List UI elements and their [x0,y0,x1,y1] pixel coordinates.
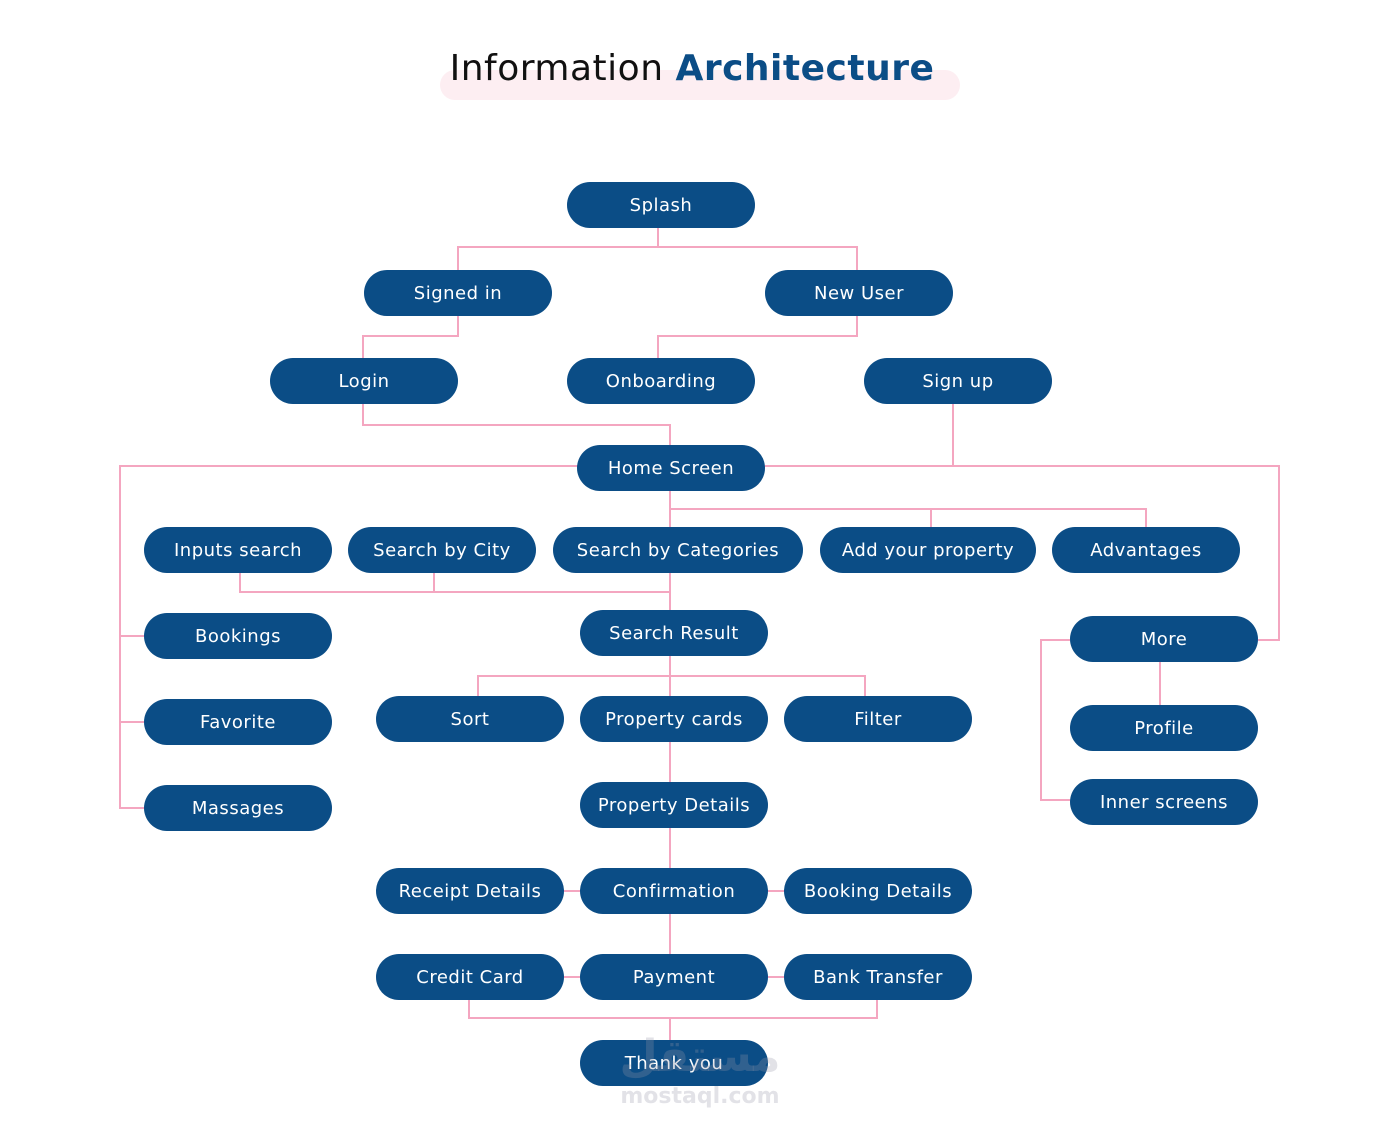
title-highlight [440,70,960,100]
node-search-result: Search Result [580,610,768,656]
page-title: Information Architecture [0,48,1384,89]
node-receipt-details: Receipt Details [376,868,564,914]
node-credit-card: Credit Card [376,954,564,1000]
node-onboarding: Onboarding [567,358,755,404]
node-inputs-search: Inputs search [144,527,332,573]
node-new-user: New User [765,270,953,316]
connector-more-bracket [1040,639,1161,801]
node-search-by-categories: Search by Categories [553,527,803,573]
node-filter: Filter [784,696,972,742]
connector-home-categories [669,491,1147,527]
node-advantages: Advantages [1052,527,1240,573]
node-profile: Profile [1070,705,1258,751]
connector-result-children [477,656,866,696]
node-confirmation: Confirmation [580,868,768,914]
node-payment: Payment [580,954,768,1000]
node-favorite: Favorite [144,699,332,745]
node-home-screen: Home Screen [577,445,765,491]
connector-to-thankyou [468,1000,878,1040]
title-part-2: Architecture [675,48,935,89]
connector-signedin-login [362,316,459,358]
node-login: Login [270,358,458,404]
title-area: Information Architecture [0,40,1400,110]
node-add-your-property: Add your property [820,527,1036,573]
connector-home-more [765,465,1280,641]
connector-search-result [239,573,671,610]
node-signed-in: Signed in [364,270,552,316]
connector-signup-home [765,404,954,467]
node-property-details: Property Details [580,782,768,828]
connector-login-home [362,404,671,446]
node-sort: Sort [376,696,564,742]
node-massages: Massages [144,785,332,831]
node-booking-details: Booking Details [784,868,972,914]
node-search-by-city: Search by City [348,527,536,573]
node-property-cards: Property cards [580,696,768,742]
node-bank-transfer: Bank Transfer [784,954,972,1000]
node-inner-screens: Inner screens [1070,779,1258,825]
node-bookings: Bookings [144,613,332,659]
node-thank-you: Thank you [580,1040,768,1086]
connector-splash-branches [457,228,858,270]
node-sign-up: Sign up [864,358,1052,404]
connector-newuser-onboarding [657,316,858,358]
node-more: More [1070,616,1258,662]
title-part-1: Information [449,48,664,89]
node-splash: Splash [567,182,755,228]
connector-home-left [119,465,578,809]
